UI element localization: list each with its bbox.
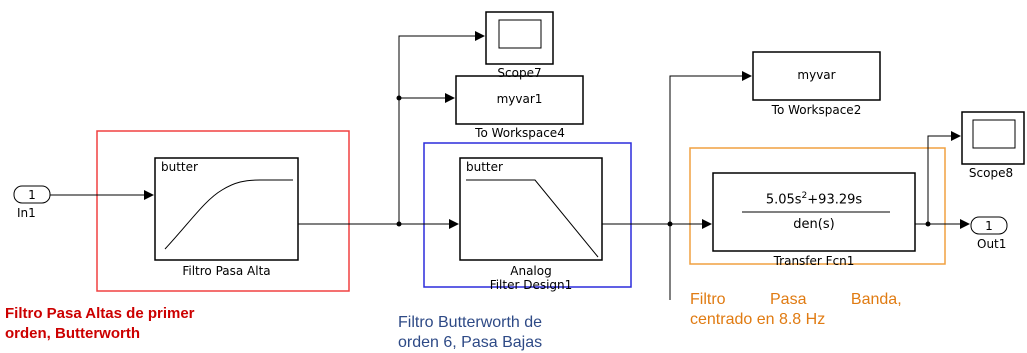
bandpass-highlight-box bbox=[689, 147, 946, 265]
lowpass-filter-label-line2: Filter Design1 bbox=[489, 278, 573, 292]
transfer-fcn-denominator: den(s) bbox=[793, 217, 835, 232]
in1-port-number: 1 bbox=[28, 188, 36, 202]
highpass-highlight-box bbox=[96, 130, 350, 292]
branch-point-3 bbox=[667, 221, 673, 227]
signal-branch-to-scope8 bbox=[927, 131, 961, 224]
highpass-annotation-line2: orden, Butterworth bbox=[5, 325, 140, 342]
out1-port-number: 1 bbox=[985, 219, 993, 233]
signal-branch-to-scope7 bbox=[398, 31, 485, 224]
numerator-exponent: 2 bbox=[801, 191, 808, 201]
bandpass-annotation-line1: Filtro Pasa Banda, bbox=[690, 291, 902, 308]
numerator-rest: +93.29s bbox=[807, 192, 863, 208]
lowpass-curve-icon bbox=[466, 179, 599, 258]
numerator-term: 5.05s bbox=[765, 192, 802, 208]
branch-point-4 bbox=[925, 221, 931, 227]
workspace4-variable: myvar1 bbox=[496, 92, 543, 106]
scope8-screen-icon bbox=[972, 119, 1016, 149]
transfer-fcn-numerator: 5.05s2+93.29s bbox=[713, 191, 915, 207]
highpass-annotation-line1: Filtro Pasa Altas de primer bbox=[5, 305, 195, 322]
highpass-filter-block[interactable] bbox=[154, 157, 299, 261]
workspace4-label: To Workspace4 bbox=[475, 126, 565, 140]
to-workspace2-block[interactable] bbox=[752, 51, 881, 101]
highpass-method-text: butter bbox=[161, 160, 198, 174]
highpass-filter-label: Filtro Pasa Alta bbox=[182, 264, 271, 278]
highpass-curve-icon bbox=[164, 179, 293, 250]
scope7-label: Scope7 bbox=[497, 66, 542, 80]
lowpass-filter-label-line1: Analog bbox=[510, 264, 552, 278]
signal-branch-to-workspace2 bbox=[669, 71, 752, 224]
to-workspace4-block[interactable] bbox=[455, 75, 584, 125]
lowpass-annotation-line1: Filtro Butterworth de bbox=[398, 314, 543, 331]
workspace2-label: To Workspace2 bbox=[771, 103, 862, 117]
lowpass-method-text: butter bbox=[466, 160, 503, 174]
in1-label: In1 bbox=[17, 206, 36, 220]
lowpass-annotation-line2: orden 6, Pasa Bajas bbox=[398, 334, 543, 351]
branch-point-2 bbox=[396, 95, 402, 101]
transfer-fcn-label: Transfer Fcn1 bbox=[773, 254, 855, 268]
workspace2-variable: myvar bbox=[797, 68, 836, 82]
out1-label: Out1 bbox=[977, 237, 1007, 251]
out1-port-block[interactable] bbox=[970, 216, 1008, 235]
branch-point-1 bbox=[396, 221, 402, 227]
scope7-screen-icon bbox=[498, 19, 542, 49]
lowpass-filter-block[interactable] bbox=[459, 157, 603, 261]
bandpass-annotation-line2: centrado en 8.8 Hz bbox=[690, 311, 826, 328]
lowpass-highlight-box bbox=[423, 142, 632, 288]
scope8-label: Scope8 bbox=[968, 166, 1014, 180]
